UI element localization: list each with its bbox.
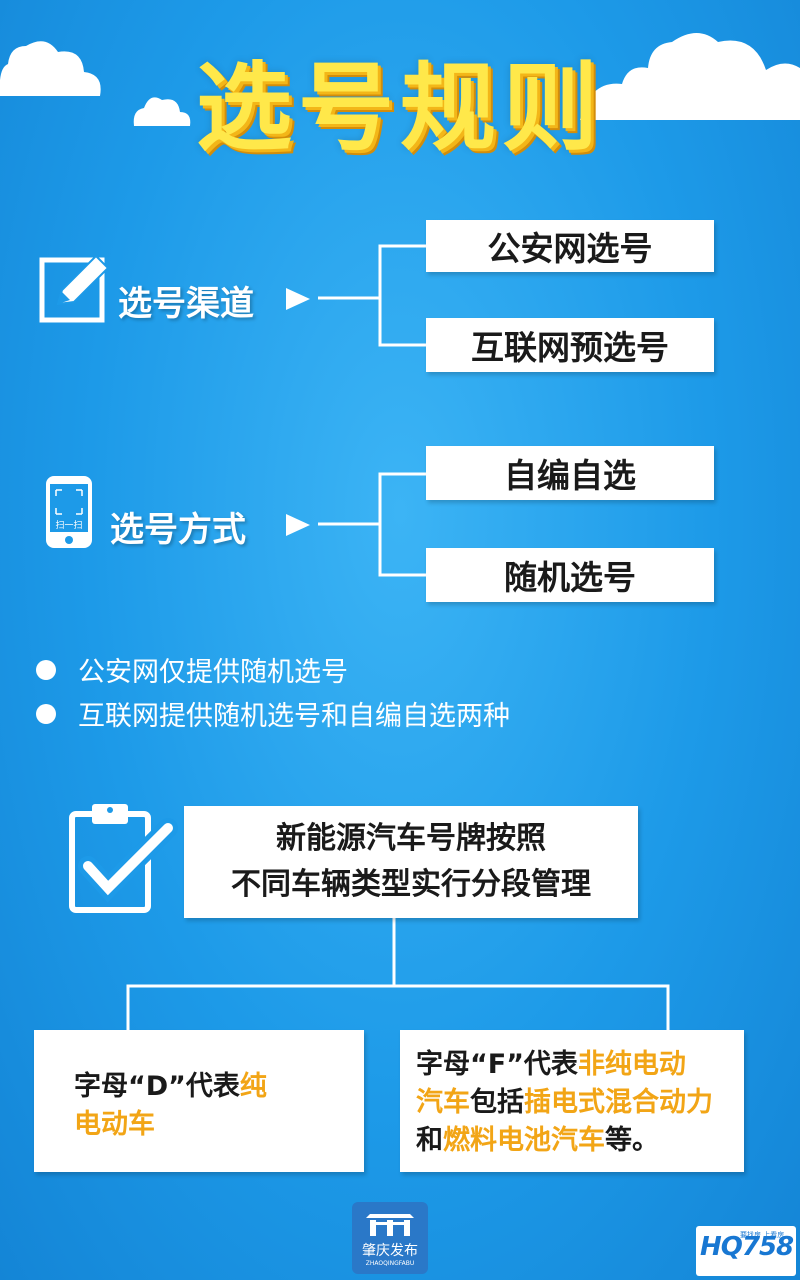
note-item: 互联网提供随机选号和自编自选两种: [36, 694, 510, 733]
channel-label: 选号渠道: [118, 284, 254, 324]
cloud-right-icon: [580, 33, 800, 120]
segment-line-1: 新能源汽车号牌按照: [276, 821, 546, 856]
bullet-icon: [36, 659, 56, 680]
edit-icon: [39, 254, 110, 323]
note-item: 公安网仅提供随机选号: [36, 650, 348, 689]
note-text: 互联网提供随机选号和自编自选两种: [78, 701, 510, 732]
method-label: 选号方式: [110, 510, 246, 550]
segment-line-2: 不同车辆类型实行分段管理: [231, 867, 591, 902]
brand-name: 肇庆发布: [362, 1243, 418, 1259]
brand-name-en: ZHAOQINGFABU: [365, 1260, 415, 1267]
phone-caption: 扫一扫: [55, 521, 83, 531]
category-f-line-1: 字母“F”代表非纯电动: [416, 1049, 686, 1080]
bullet-icon: [36, 703, 56, 724]
category-d-box: 字母“D”代表纯 电动车: [34, 1030, 364, 1172]
category-f-line-2: 汽车包括插电式混合动力: [416, 1087, 713, 1118]
clipboard-check-icon: [69, 804, 178, 913]
segment-management-box: 新能源汽车号牌按照 不同车辆类型实行分段管理: [184, 806, 638, 918]
option-random-select: 随机选号: [426, 548, 714, 602]
partner-logo-text: HQ758: [700, 1232, 794, 1262]
arrow-right-icon: [286, 514, 310, 536]
category-d-line-1: 字母“D”代表纯: [74, 1071, 267, 1102]
cloud-small-icon: [133, 97, 191, 126]
phone-icon: [46, 476, 92, 548]
category-f-line-3: 和燃料电池汽车等。: [416, 1125, 659, 1156]
arrow-right-icon: [286, 288, 310, 310]
option-police-network: 公安网选号: [426, 220, 714, 272]
partner-logo: HQ758 要找房 上看房: [696, 1226, 796, 1276]
category-d-line-2: 电动车: [74, 1109, 155, 1140]
option-self-select: 自编自选: [426, 446, 714, 500]
page-title: 选号规则: [196, 52, 604, 164]
category-f-box: 字母“F”代表非纯电动 汽车包括插电式混合动力 和燃料电池汽车等。: [400, 1030, 744, 1172]
archway-icon: [366, 1214, 414, 1236]
partner-slogan: 要找房 上看房: [740, 1231, 785, 1239]
cloud-left-icon: [0, 41, 101, 96]
option-internet-preselect: 互联网预选号: [426, 318, 714, 372]
note-text: 公安网仅提供随机选号: [78, 657, 348, 688]
brand-logo: 肇庆发布 ZHAOQINGFABU: [352, 1202, 428, 1274]
